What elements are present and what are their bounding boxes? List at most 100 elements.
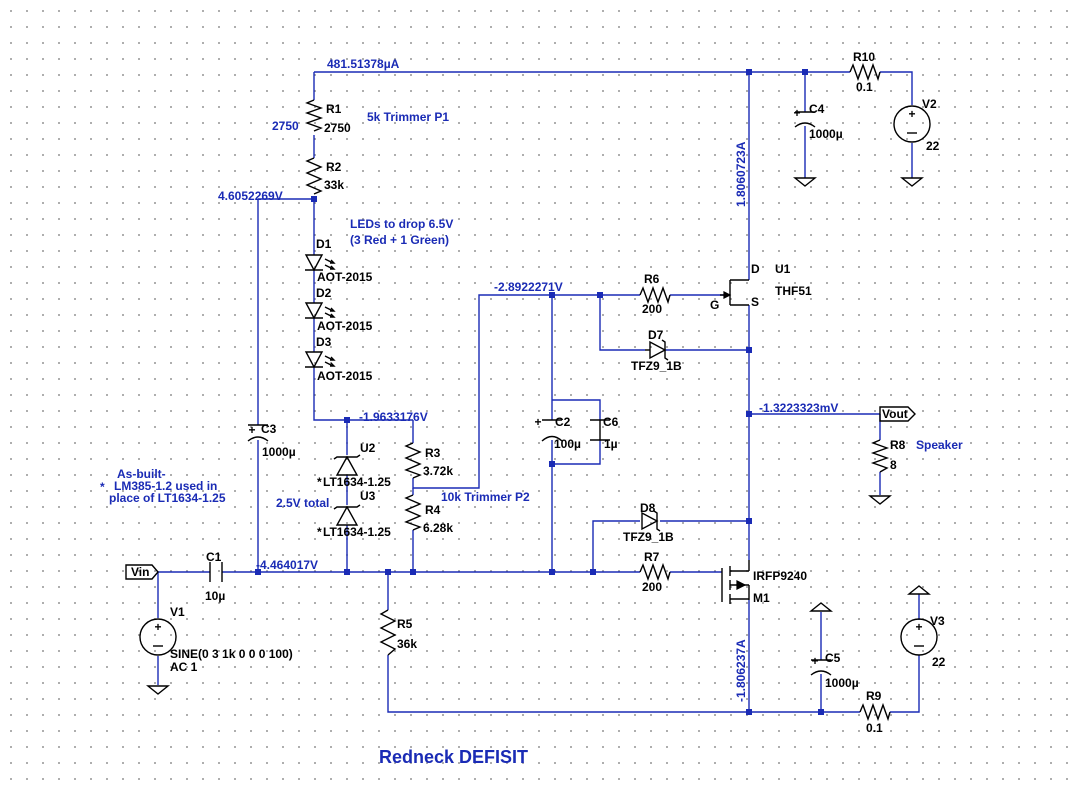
port-vin-label: Vin [131,565,149,579]
m1-name: M1 [753,591,770,605]
svg-text:+: + [915,620,922,634]
capacitor-c5: + [810,654,832,676]
u3-star: * [317,525,322,539]
ground-icon [868,495,892,505]
r2-name: R2 [326,160,342,174]
ground-icon [793,177,817,187]
schematic-title: Redneck DEFISIT [379,747,528,767]
d7-value: TFZ9_1B [631,359,682,373]
c3-name: C3 [261,422,277,436]
resistor-r1 [304,99,324,132]
v3-value: 22 [932,655,946,669]
svg-text:+: + [534,415,541,429]
source-v1: + [139,618,177,656]
r7-name: R7 [644,550,660,564]
resistor-r8 [870,439,890,473]
r3-value: 3.72k [423,464,453,478]
r9-name: R9 [866,689,882,703]
note-trim2: 10k Trimmer P2 [441,490,530,504]
r9-value: 0.1 [866,721,883,735]
d1-value: AOT-2015 [317,270,373,284]
r1-name: R1 [326,102,342,116]
led-d2 [304,302,336,320]
u2-star: * [317,475,322,489]
note-asbuilt-2: LM385-1.2 used in [114,479,217,493]
resistor-r5 [379,609,397,656]
r4-value: 6.28k [423,521,453,535]
v2-value: 22 [926,139,940,153]
c4-name: C4 [809,102,825,116]
v2-name: V2 [922,97,937,111]
note-led-2: (3 Red + 1 Green) [350,233,449,247]
r10-value: 0.1 [856,80,873,94]
r2-value: 33k [324,178,344,192]
u3-value: LT1634-1.25 [323,525,391,539]
zener-d7 [645,339,669,361]
probe-v-gate: -2.8922271V [494,280,563,294]
ground-icon [907,585,931,595]
reference-u2 [333,454,361,476]
d1-name: D1 [316,237,332,251]
u2-value: LT1634-1.25 [323,475,391,489]
r5-value: 36k [397,637,417,651]
svg-text:+: + [248,423,255,437]
d3-name: D3 [316,335,332,349]
v3-name: V3 [930,614,945,628]
r7-value: 200 [642,580,662,594]
resistor-r7 [639,562,671,582]
resistor-r4 [404,494,422,531]
d8-name: D8 [640,501,656,515]
note-led-1: LEDs to drop 6.5V [350,217,453,231]
probe-v-out: -1.3223323mV [759,401,838,415]
reference-u3 [333,504,361,526]
c4-value: 1000µ [809,127,843,141]
c3-value: 1000µ [262,445,296,459]
note-total: 2.5V total [276,496,329,510]
probe-i-m1: -1.806237A [734,639,748,702]
mosfet-m1 [721,560,750,604]
probe-i-top: 481.51378µA [327,57,400,71]
note-asbuilt-1: As-built- [117,467,166,481]
r6-value: 200 [642,302,662,316]
note-asbuilt-star: * [100,480,105,494]
c6-value: 1µ [604,437,618,451]
r6-name: R6 [644,272,660,286]
r8-name: R8 [890,438,906,452]
source-v2: + [893,105,931,143]
c1-name: C1 [206,550,222,564]
transistor-u1 [720,279,749,306]
source-v3: + [900,618,938,656]
r1-trim-value: 2750 [272,119,299,133]
svg-text:+: + [793,106,800,120]
port-vout-label: Vout [882,407,908,421]
r5-name: R5 [397,617,413,631]
r8-value: 8 [890,458,897,472]
port-vin: Vin [125,564,159,580]
led-d3 [304,351,336,369]
r4-name: R4 [425,503,441,517]
u1-pin-d: D [751,262,760,276]
d2-value: AOT-2015 [317,319,373,333]
d2-name: D2 [316,286,332,300]
resistor-r2 [305,157,323,195]
capacitor-c3: + [247,423,269,442]
capacitor-c2: + [534,415,563,442]
d8-value: TFZ9_1B [623,530,674,544]
led-d1 [304,254,336,272]
capacitor-c4: + [793,106,816,128]
resistor-r6 [639,285,671,305]
probe-v-in: -4.464017V [256,558,318,572]
ground-icon [900,177,924,187]
ground-icon [809,602,833,612]
u1-pin-g: G [710,298,719,312]
resistor-r10 [849,62,881,82]
c5-value: 1000µ [825,676,859,690]
u3-name: U3 [360,489,376,503]
m1-value: IRFP9240 [753,569,807,583]
junctions [255,69,824,715]
u1-value: THF51 [775,284,812,298]
capacitor-c1 [209,562,223,582]
probe-i-u1: 1.8060723A [734,141,748,207]
wires [157,71,920,713]
